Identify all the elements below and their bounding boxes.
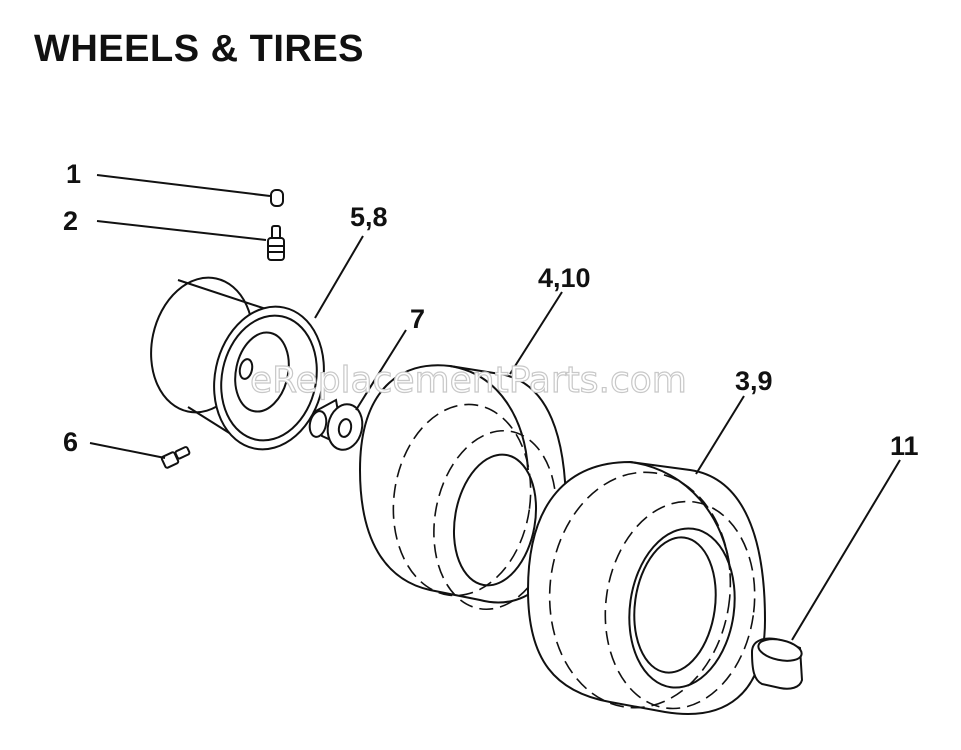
part-4-10-tire[interactable] — [358, 364, 570, 619]
part-5-8-wheel-rim[interactable] — [139, 268, 337, 460]
leader-line-2 — [96, 220, 267, 241]
part-6-bolt[interactable] — [160, 446, 191, 469]
watermark-text: eReplacementParts.com — [250, 360, 687, 401]
part-11-cap[interactable] — [750, 636, 804, 690]
part-1-valve-cap[interactable] — [270, 189, 284, 207]
callout-11: 11 — [890, 431, 919, 461]
leader-line-5-8 — [314, 235, 364, 319]
leader-line-7 — [355, 329, 407, 411]
callout-2: 2 — [63, 206, 78, 236]
leader-line-4-10 — [509, 291, 563, 375]
leader-line-1 — [96, 174, 271, 197]
part-3-9-tire[interactable] — [526, 460, 768, 718]
callout-6: 6 — [63, 427, 78, 457]
page-title: WHEELS & TIRES — [34, 28, 365, 70]
callout-4-10: 4,10 — [538, 263, 591, 293]
leader-line-3-9 — [695, 395, 745, 475]
leader-line-6 — [89, 442, 166, 459]
part-7-bushing[interactable] — [307, 398, 366, 453]
callout-1: 1 — [66, 159, 81, 189]
part-2-valve-stem[interactable] — [267, 225, 285, 261]
callout-7: 7 — [410, 304, 425, 334]
leader-line-11 — [791, 459, 901, 641]
callout-3-9: 3,9 — [735, 366, 773, 396]
callout-5-8: 5,8 — [350, 202, 388, 232]
